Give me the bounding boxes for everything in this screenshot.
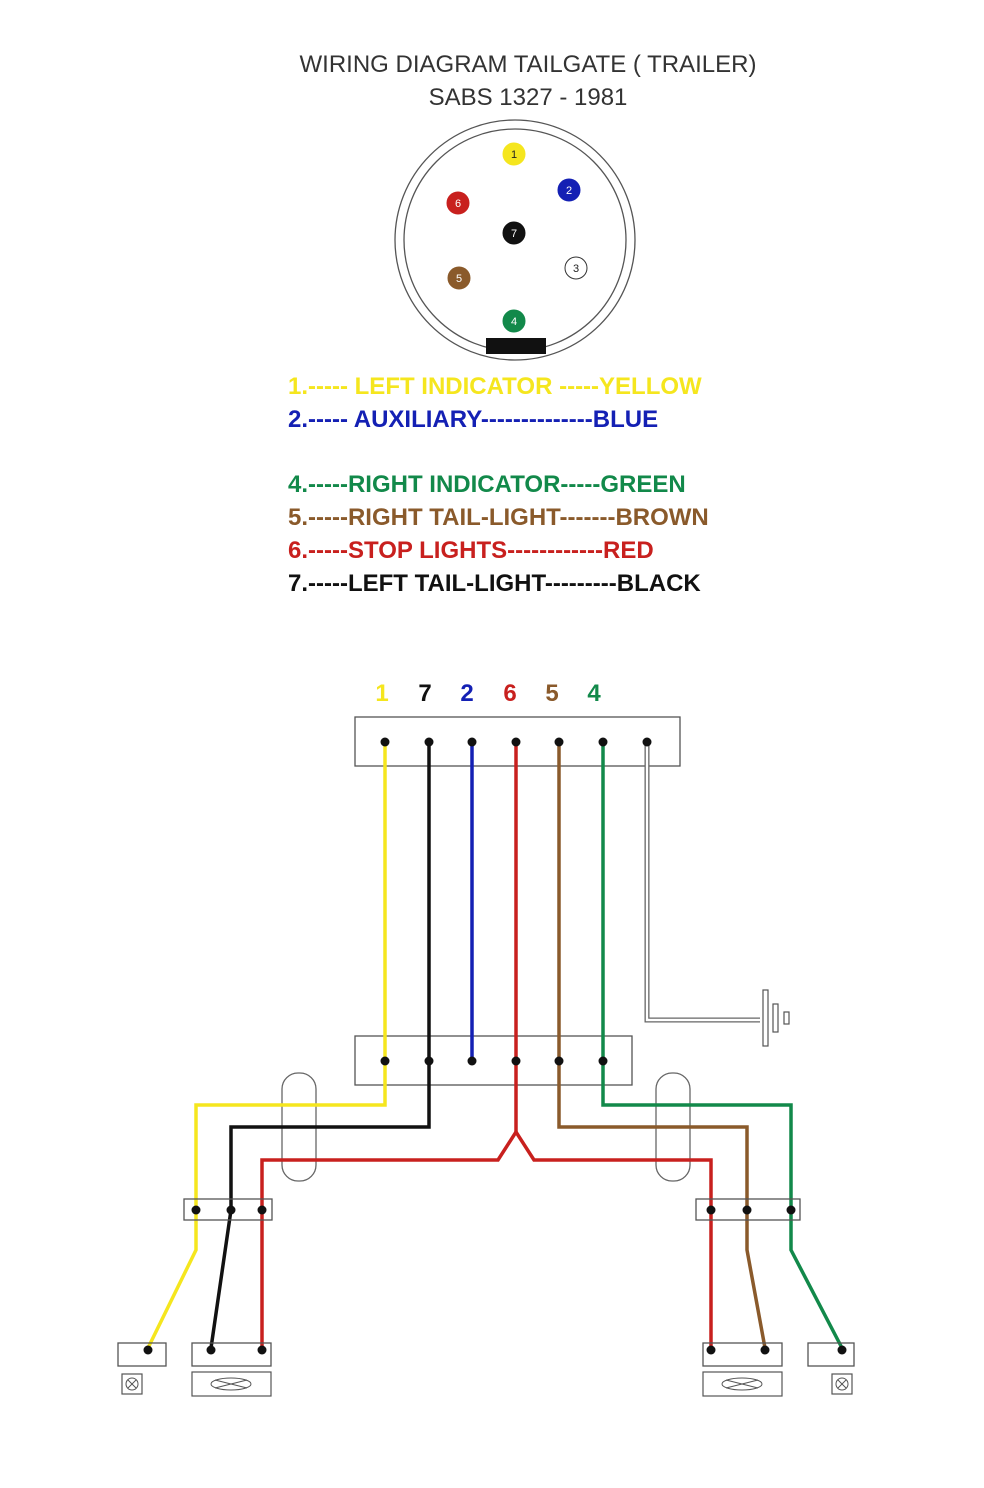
legend-item: 6.-----STOP LIGHTS------------RED [288, 537, 654, 564]
middle-terminal-block [354, 1035, 633, 1086]
brown-wire [557, 742, 767, 1349]
terminal-dot [424, 1056, 434, 1066]
legend-item: 2.----- AUXILIARY--------------BLUE [288, 406, 658, 433]
terminal-dot [642, 737, 652, 747]
pin-5-icon [447, 266, 471, 290]
connector-pins: 1 2 3 4 5 6 7 [446, 142, 588, 333]
diagram-subtitle: SABS 1327 - 1981 [429, 84, 628, 111]
right-tail-stop-bulb-icon [702, 1371, 783, 1397]
pin-2-icon [557, 178, 581, 202]
terminal-dot [598, 1056, 608, 1066]
left-indicator-lamp-holder [117, 1342, 167, 1367]
left-tail-stop-lamp-holder [191, 1342, 272, 1367]
color-legend: 1.----- LEFT INDICATOR -----YELLOW 2.----… [288, 373, 709, 597]
pin-1-label: 1 [511, 149, 517, 161]
wire-label-5: 5 [545, 680, 558, 707]
wire-number-labels: 1 7 2 6 5 4 [375, 680, 601, 707]
junction-dot [706, 1205, 716, 1215]
pin-7-icon [502, 221, 526, 245]
terminal-dot [467, 1056, 477, 1066]
terminal-dot [380, 737, 390, 747]
left-indicator-bulb-icon [121, 1373, 143, 1395]
legend-item: 4.-----RIGHT INDICATOR-----GREEN [288, 471, 686, 498]
terminal-dot [424, 737, 434, 747]
pin-3-label: 3 [573, 263, 579, 275]
lamp-terminal-dot [706, 1345, 716, 1355]
junction-dot [742, 1205, 752, 1215]
lamp-terminal-dot [257, 1345, 267, 1355]
diagram-title: WIRING DIAGRAM TAILGATE ( TRAILER) [300, 51, 757, 78]
black-wire [209, 742, 431, 1349]
ground-icon [762, 989, 790, 1047]
right-junction-block [695, 1198, 801, 1221]
terminal-dot [554, 1056, 564, 1066]
green-wire [601, 742, 844, 1349]
wire-label-2: 2 [460, 680, 473, 707]
lamp-terminal-dot [143, 1345, 153, 1355]
terminal-dot [511, 1056, 521, 1066]
lamp-terminal-dot [760, 1345, 770, 1355]
wires [146, 742, 844, 1349]
junction-dot [257, 1205, 267, 1215]
legend-item: 5.-----RIGHT TAIL-LIGHT-------BROWN [288, 504, 709, 531]
connector-key [486, 338, 546, 354]
wire-label-6: 6 [503, 680, 516, 707]
wire-label-4: 4 [587, 680, 601, 707]
lamp-terminal-dot [206, 1345, 216, 1355]
pin-6-label: 6 [455, 198, 461, 210]
yellow-wire [146, 742, 387, 1349]
connector-outer-ring [394, 119, 636, 361]
terminal-dots [143, 737, 847, 1355]
junction-dot [226, 1205, 236, 1215]
terminal-dot [554, 737, 564, 747]
left-junction-block [183, 1198, 273, 1221]
pin-4-label: 4 [511, 316, 517, 328]
right-indicator-lamp-holder [807, 1342, 855, 1367]
pin-4-icon [502, 309, 526, 333]
terminal-dot [380, 1056, 390, 1066]
terminal-dot [467, 737, 477, 747]
white-earth-wire [644, 742, 760, 1023]
legend-item: 1.----- LEFT INDICATOR -----YELLOW [288, 373, 702, 400]
pin-6-icon [446, 191, 470, 215]
red-wire-left [260, 1131, 518, 1348]
pin-2-label: 2 [566, 185, 572, 197]
pin-7-label: 7 [511, 228, 517, 240]
red-wire-right [514, 1131, 713, 1348]
right-tail-stop-lamp-holder [702, 1342, 783, 1367]
pin-5-label: 5 [456, 273, 462, 285]
wire-label-7: 7 [418, 680, 431, 707]
wire-label-1: 1 [375, 680, 388, 707]
pin-3-icon [564, 256, 588, 280]
junction-dot [786, 1205, 796, 1215]
pin-1-icon [502, 142, 526, 166]
lamp-terminal-dot [837, 1345, 847, 1355]
right-indicator-bulb-icon [831, 1373, 853, 1395]
legend-item: 7.-----LEFT TAIL-LIGHT---------BLACK [288, 570, 701, 597]
terminal-dot [511, 737, 521, 747]
junction-dot [191, 1205, 201, 1215]
connector-face: 1 2 3 4 5 6 7 [394, 119, 636, 361]
left-tail-stop-bulb-icon [191, 1371, 272, 1397]
terminal-dot [598, 737, 608, 747]
